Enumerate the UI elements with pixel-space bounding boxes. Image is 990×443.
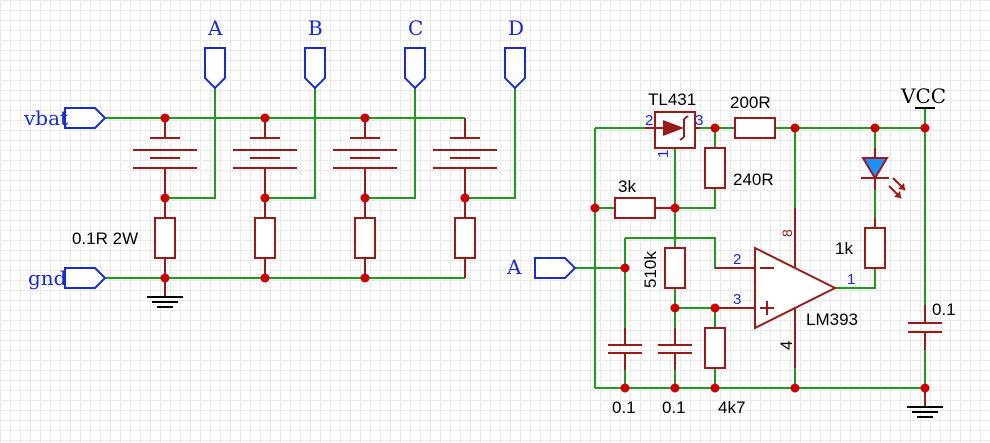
resistor-4k7 [704,327,726,369]
lm393-pin-2: 2 [733,251,741,268]
resistor-240r [704,147,726,189]
lm393-pin-4: 4 [777,341,796,350]
resistor-200r-label: 200R [730,93,771,112]
battery-cell-2 [233,118,297,198]
shunt-label: 0.1R 2W [72,229,138,248]
tl431-regulator [645,111,700,149]
shunt-resistor-4 [454,198,476,278]
port-a-top[interactable] [204,47,226,90]
battery-cell-4 [433,118,497,198]
port-b-top[interactable] [304,47,326,90]
resistor-1k-label: 1k [835,239,853,258]
led-indicator [861,148,906,199]
lm393-comparator [715,208,838,368]
gnd-port[interactable] [64,267,107,289]
capacitor-decoupling [908,305,942,350]
resistor-3k [614,197,675,219]
resistor-240r-label: 240R [733,170,774,189]
gnd-label: gnd [28,266,67,290]
ground-symbol-right [907,388,943,418]
port-c-top[interactable] [404,47,426,90]
port-a-label: A [207,16,223,40]
port-b-label: B [308,16,323,40]
vbat-label: vbat [23,106,68,130]
port-a-input[interactable] [534,257,577,279]
tl431-pin-2: 2 [645,112,653,129]
shunt-resistor-1 [154,198,176,278]
resistor-4k7-label: 4k7 [718,398,745,417]
capacitor-c2-label: 0.1 [662,398,686,417]
port-d-top[interactable] [504,47,526,90]
resistor-200r [734,117,776,139]
vbat-port[interactable] [64,107,107,129]
shunt-resistor-2 [254,198,276,278]
lm393-label: LM393 [806,310,858,329]
battery-cell-1 [133,118,197,198]
port-d-label: D [508,16,524,40]
capacitor-decoupling-label: 0.1 [932,300,956,319]
resistor-3k-label: 3k [618,177,636,196]
resistor-510k [664,247,686,289]
tl431-label: TL431 [648,90,696,109]
capacitor-c1-label: 0.1 [612,398,636,417]
tap-wires [165,88,516,199]
port-c-label: C [408,16,423,40]
junctions-left [160,113,470,283]
resistor-510k-label: 510k [641,251,660,288]
port-a-input-label: A [506,255,522,279]
resistor-1k [864,218,886,269]
right-wires [575,108,926,389]
vcc-label: VCC [900,84,946,108]
lm393-pin-3: 3 [733,291,741,308]
lm393-pin-1: 1 [847,271,855,288]
lm393-pin-8: 8 [779,229,795,237]
tl431-pin-3: 3 [695,112,703,129]
capacitor-c1 [608,328,642,370]
junctions-right [590,123,930,393]
shunt-resistor-3 [354,198,376,278]
battery-cell-3 [333,118,397,198]
tl431-pin-1: 1 [655,150,672,158]
capacitor-c2 [658,328,692,370]
